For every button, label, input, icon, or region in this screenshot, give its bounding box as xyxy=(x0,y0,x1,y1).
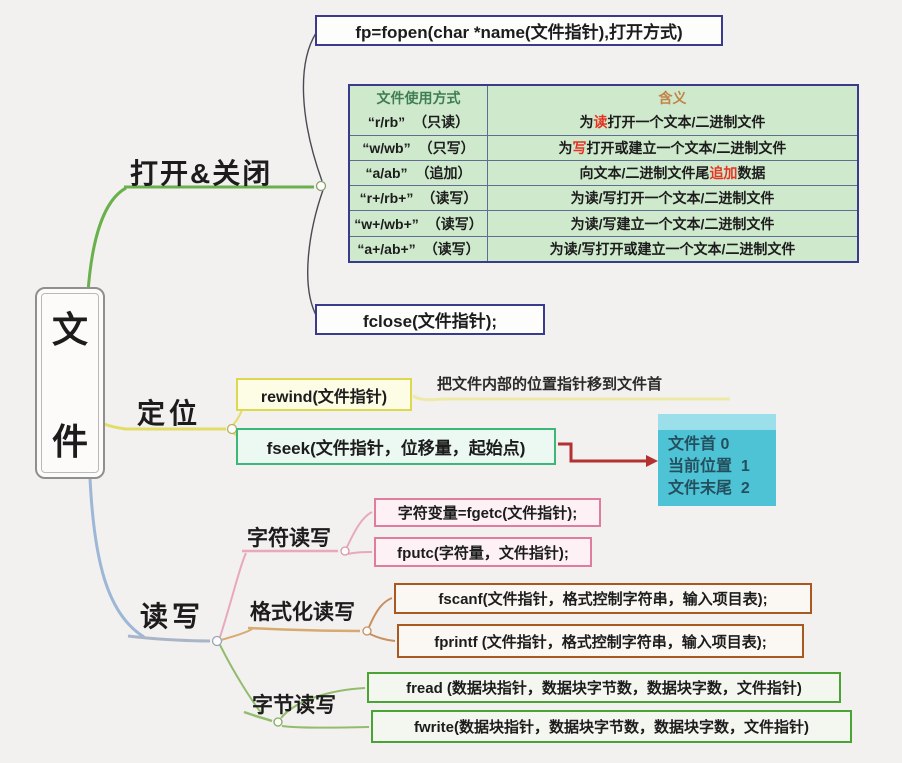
node-fread[interactable]: fread (数据块指针，数据块字节数，数据块字数，文件指针) xyxy=(367,672,841,703)
root-label-top: 文 xyxy=(51,309,88,350)
table-header-row: 文件使用方式 含义 xyxy=(350,86,857,111)
mode-cell: “r+/rb+”（读写） xyxy=(359,190,478,207)
wire-char-to-fgetc xyxy=(346,511,373,548)
node-rewind[interactable]: rewind(文件指针) xyxy=(236,378,412,411)
junction-byte-rw xyxy=(273,717,283,727)
underline-read-write xyxy=(127,634,211,643)
wire-rewind-note xyxy=(412,394,730,402)
root-node-file[interactable]: 文 件 xyxy=(35,287,105,479)
branch-read-write[interactable]: 读写 xyxy=(140,601,205,632)
node-fwrite[interactable]: fwrite(数据块指针，数据块字节数，数据块字数，文件指针) xyxy=(371,710,852,743)
mode-cell: “a+/ab+”（读写） xyxy=(357,240,480,257)
table-row: “a+/ab+”（读写） 为读/写打开或建立一个文本/二进制文件 xyxy=(350,235,857,261)
junction-fmt-rw xyxy=(362,626,372,636)
table-header-meaning: 含义 xyxy=(487,86,857,111)
wire-fmt-to-fscanf xyxy=(368,597,393,628)
branch-line-position xyxy=(103,422,127,431)
rewind-annotation: 把文件内部的位置指针移到文件首 xyxy=(437,376,663,393)
meaning-cell: 为读/写打开一个文本/二进制文件 xyxy=(487,186,857,211)
branch-line-open-close xyxy=(86,186,127,293)
seek-origin-box[interactable]: 文件首 0 当前位置 1 文件末尾 2 xyxy=(658,414,776,506)
underline-fmt-rw xyxy=(247,626,361,633)
meaning-cell: 为读/写打开或建立一个文本/二进制文件 xyxy=(487,236,857,261)
fseek-arrow xyxy=(558,442,646,463)
branch-line-read-write xyxy=(88,477,145,639)
root-label-bottom: 件 xyxy=(51,421,88,462)
wire-fmt-to-fprintf xyxy=(369,633,396,642)
table-row: “w+/wb+”（读写）为读/写建立一个文本/二进制文件 xyxy=(350,210,857,236)
table-row: “w/wb”（只写） 为写打开或建立一个文本/二进制文件 xyxy=(350,134,857,160)
node-fopen[interactable]: fp=fopen(char *name(文件指针),打开方式) xyxy=(315,15,723,46)
wire-rw-to-char xyxy=(219,552,247,638)
meaning-cell: 为读/写建立一个文本/二进制文件 xyxy=(487,211,857,236)
branch-position[interactable]: 定位 xyxy=(137,398,202,429)
wire-byte-to-fwrite xyxy=(281,725,370,729)
branch-fmt-rw[interactable]: 格式化读写 xyxy=(250,601,355,624)
origin-line-3: 文件末尾 2 xyxy=(668,480,750,497)
table-row: “r/rb”（只读） 为读打开一个文本/二进制文件 xyxy=(350,110,857,135)
mode-cell: “w/wb”（只写） xyxy=(362,139,475,156)
wire-char-to-fputc xyxy=(347,551,373,555)
branch-open-close[interactable]: 打开&关闭 xyxy=(130,158,273,189)
node-fprintf[interactable]: fprintf (文件指针，格式控制字符串，输入项目表); xyxy=(397,624,804,658)
wire-rw-to-fmt xyxy=(220,628,253,641)
fseek-arrowhead xyxy=(646,455,658,467)
table-row: “a/ab”（追加） 向文本/二进制文件尾追加数据 xyxy=(350,159,857,186)
node-fgetc[interactable]: 字符变量=fgetc(文件指针); xyxy=(374,498,601,527)
file-mode-table: 文件使用方式 含义 “r/rb”（只读）为读打开一个文本/二进制文件“w/wb”… xyxy=(348,84,859,263)
meaning-cell: 向文本/二进制文件尾追加数据 xyxy=(487,160,857,186)
junction-read-write xyxy=(211,635,223,647)
junction-char-rw xyxy=(340,546,350,556)
branch-char-rw[interactable]: 字符读写 xyxy=(247,527,331,550)
origin-line-2: 当前位置 1 xyxy=(668,458,750,475)
mode-cell: “w+/wb+”（读写） xyxy=(354,215,483,232)
branch-byte-rw[interactable]: 字节读写 xyxy=(252,694,336,717)
table-row: “r+/rb+”（读写） 为读/写打开一个文本/二进制文件 xyxy=(350,185,857,211)
junction-open-close xyxy=(315,180,327,192)
meaning-cell: 为写打开或建立一个文本/二进制文件 xyxy=(487,135,857,160)
wire-open-to-fclose xyxy=(307,189,324,318)
wire-open-to-fopen xyxy=(302,32,323,182)
origin-line-1: 文件首 0 xyxy=(668,436,730,453)
node-fputc[interactable]: fputc(字符量，文件指针); xyxy=(374,537,592,567)
mode-cell: “r/rb”（只读） xyxy=(367,114,470,131)
meaning-cell: 为读打开一个文本/二进制文件 xyxy=(487,110,857,135)
mode-cell: “a/ab”（追加） xyxy=(365,164,472,181)
node-fscanf[interactable]: fscanf(文件指针，格式控制字符串，输入项目表); xyxy=(394,583,812,614)
table-header-mode: 文件使用方式 xyxy=(376,90,461,107)
node-fseek[interactable]: fseek(文件指针，位移量，起始点) xyxy=(236,428,556,465)
node-fclose[interactable]: fclose(文件指针); xyxy=(315,304,545,335)
